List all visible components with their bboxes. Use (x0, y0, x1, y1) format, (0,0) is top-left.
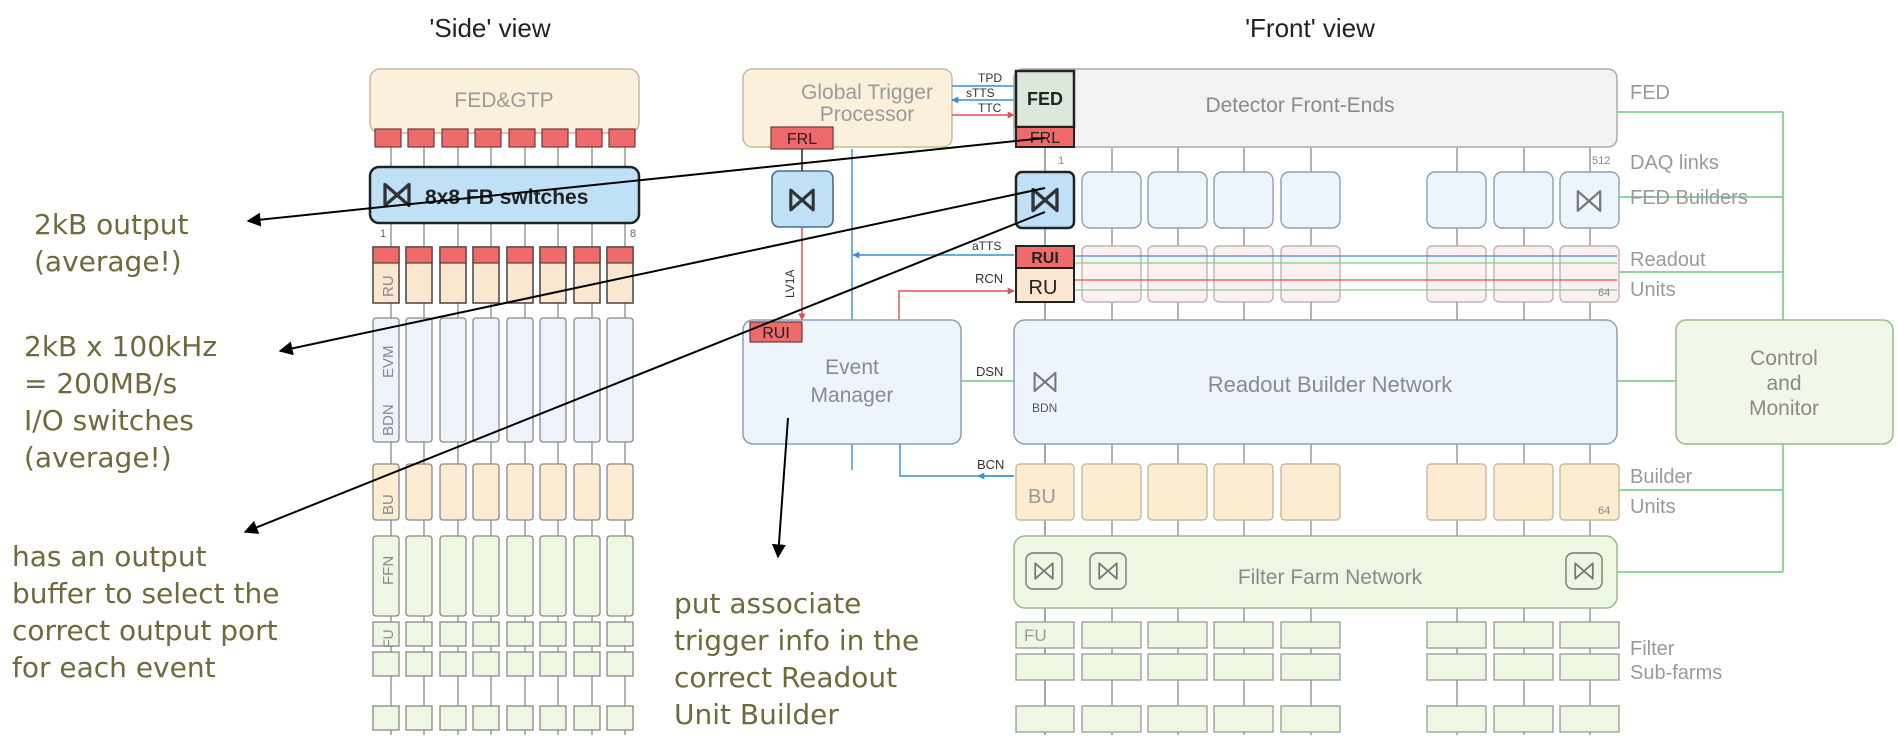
control-line3: Monitor (1749, 397, 1819, 420)
ffn-row (372, 535, 634, 617)
lv1a-label: LV1A (783, 270, 797, 298)
em-title-line1: Event (825, 356, 879, 379)
annotation-fed-output: 2kB output (average!) (34, 208, 189, 278)
bu-label: BU (1028, 486, 1056, 508)
builder-unit-boxes (1015, 463, 1620, 521)
readout-unit-boxes (1081, 245, 1620, 303)
side-label-daq-links: DAQ links (1630, 152, 1719, 174)
em-rui-box (749, 321, 803, 343)
filter-subfarm-boxes (1015, 621, 1620, 733)
fb-switch-label: 8x8 FB switches (425, 186, 588, 209)
ru-label: RU (1029, 277, 1058, 299)
rbn-title: Readout Builder Network (1208, 372, 1454, 397)
ru-box (1015, 267, 1075, 303)
row-label-ru: RU (380, 275, 397, 297)
fu-rows (372, 621, 634, 731)
readout-builder-network (1013, 319, 1618, 445)
ru-count: 64 (1598, 287, 1610, 299)
bdn-label: BDN (1032, 401, 1057, 415)
side-label-fed-builders: FED Builders (1630, 187, 1748, 209)
fed-gtp-label: FED&GTP (454, 89, 553, 112)
daq-link-last: 512 (1592, 155, 1610, 167)
event-manager (742, 319, 962, 445)
side-view-title: 'Side' view (429, 13, 550, 43)
row-label-fu: FU (380, 629, 396, 648)
gtp-title-line2: Processor (820, 103, 915, 126)
fu-label: FU (1024, 626, 1047, 645)
row-label-bdn: BDN (380, 404, 397, 436)
front-view: Global Trigger Processor FRL TPD sTTS TT… (742, 68, 1894, 735)
signal-bcn: BCN (977, 457, 1004, 472)
annotation-io-switches: 2kB x 100kHz = 200MB/s I/O switches (ave… (24, 330, 218, 474)
side-label-filter-1: Filter (1630, 638, 1675, 660)
control-line2: and (1766, 372, 1801, 395)
rui-label: RUI (1031, 250, 1059, 267)
side-label-readout-1: Readout (1630, 249, 1706, 271)
signal-dsn: DSN (976, 364, 1003, 379)
em-rui-label: RUI (762, 325, 790, 342)
fed-label: FED (1027, 89, 1063, 109)
side-label-filter-2: Sub-farms (1630, 662, 1722, 684)
signal-stts: sTTS (966, 86, 995, 100)
evm-columns (372, 317, 634, 443)
fed-builder-boxes (1081, 171, 1620, 229)
signal-ttc: TTC (978, 101, 1002, 115)
side-label-builder-1: Builder (1630, 466, 1693, 488)
fed-output-ports (374, 128, 636, 148)
side-view: FED&GTP 8x8 FB switches 1 8 RU (368, 68, 641, 735)
frl-box (1015, 126, 1075, 148)
side-label-builder-2: Units (1630, 496, 1676, 518)
em-title-line2: Manager (811, 384, 894, 407)
control-and-monitor (1675, 319, 1894, 445)
row-label-ffn: FFN (380, 556, 397, 585)
side-label-readout-2: Units (1630, 279, 1676, 301)
bu-count: 64 (1598, 505, 1610, 517)
side-label-fed: FED (1630, 82, 1670, 104)
port-first-label: 1 (380, 228, 386, 240)
detector-title: Detector Front-Ends (1205, 94, 1394, 117)
fed-gtp-box (369, 68, 640, 134)
port-last-label: 8 (630, 228, 636, 240)
annotation-arrows (243, 137, 1046, 559)
annotation-output-buffer: has an output buffer to select the corre… (12, 540, 280, 684)
detector-front-ends (1013, 68, 1618, 148)
daq-link-first: 1 (1058, 155, 1064, 167)
bu-row (372, 463, 634, 521)
signal-atts: aTTS (972, 239, 1001, 253)
annotation-trigger-info: put associate trigger info in the correc… (674, 587, 920, 731)
signal-tpd: TPD (978, 71, 1002, 85)
gtp-title-line1: Global Trigger (801, 81, 933, 104)
row-label-evm: EVM (380, 345, 397, 378)
signal-rcn: RCN (975, 271, 1003, 286)
filter-farm-network (1013, 535, 1618, 609)
ffn-title: Filter Farm Network (1238, 566, 1423, 589)
gtp-frl-label: FRL (787, 131, 817, 148)
control-line1: Control (1750, 347, 1818, 370)
row-label-bu: BU (380, 494, 397, 515)
fed-box (1014, 69, 1076, 129)
ru-input-ports (372, 246, 634, 264)
front-view-title: 'Front' view (1245, 13, 1375, 43)
